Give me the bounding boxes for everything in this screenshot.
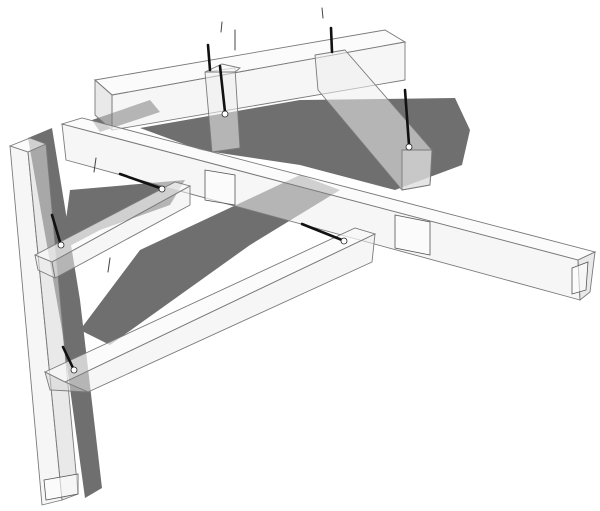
middle-beam-tenon-end <box>571 261 589 295</box>
peg-icon <box>403 88 411 147</box>
middle-beam-mortise-1 <box>204 169 236 206</box>
short-post-top <box>204 63 242 73</box>
peg-hole-icon <box>158 185 166 193</box>
peg-icon <box>321 7 324 19</box>
peg-hole-icon <box>57 241 65 249</box>
peg-hole-icon <box>340 237 348 245</box>
peg-icon <box>329 26 334 54</box>
peg-hole-icon <box>221 110 229 118</box>
peg-icon <box>206 43 212 72</box>
peg-icon <box>107 257 111 273</box>
peg-icon <box>93 157 97 173</box>
peg-icon <box>50 213 62 244</box>
shadow-braces <box>80 175 340 345</box>
diagonal-beam-end <box>401 149 433 191</box>
peg-hole-icon <box>405 143 413 151</box>
post-tenon-bottom <box>43 473 79 501</box>
peg-icon <box>300 222 344 242</box>
peg-icon <box>118 172 162 190</box>
middle-beam-mortise-2 <box>394 214 431 256</box>
peg-hole-icon <box>70 366 78 374</box>
peg-icon <box>220 21 223 33</box>
lower-brace-end <box>44 371 89 393</box>
peg-icon <box>218 64 227 114</box>
upper-brace-side <box>51 185 191 279</box>
peg-icon <box>61 345 75 370</box>
